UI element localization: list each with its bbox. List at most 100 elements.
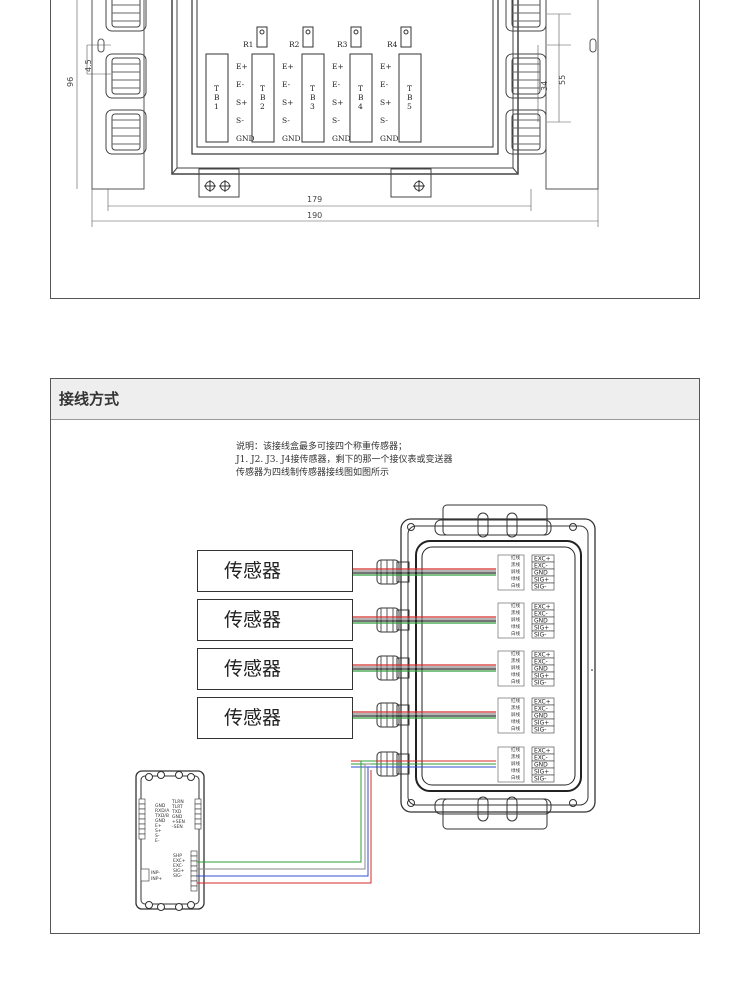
wire-color-label: 屏线 — [511, 711, 520, 718]
terminal-block-label: 1 — [214, 102, 219, 111]
wire-color-label: 红线 — [511, 746, 520, 753]
cable-gland — [505, 0, 547, 32]
terminal-block-label: B — [358, 93, 364, 102]
terminal-label: SIG- — [534, 727, 546, 734]
terminal-label: SIG- — [534, 584, 546, 591]
wire-color-label: 红线 — [511, 697, 520, 704]
wire-color-label: 屏线 — [511, 616, 520, 623]
terminal-label: GND — [534, 618, 548, 625]
pin-label: E+ — [236, 62, 248, 71]
terminal-block-label: T — [310, 84, 315, 93]
potentiometer-label: R2 — [289, 40, 300, 49]
potentiometer-label: R4 — [387, 40, 398, 49]
terminal-block — [301, 53, 325, 143]
potentiometer — [400, 26, 412, 48]
pin-label: S+ — [282, 98, 293, 107]
terminal-label: SIG+ — [534, 769, 549, 776]
wire-color-label: 绿线 — [511, 623, 520, 630]
sensor-box-4: 传感器 — [197, 697, 353, 739]
terminal-label: EXC- — [534, 563, 548, 570]
terminal-label: GND — [534, 713, 548, 720]
sensor-label: 传感器 — [224, 658, 282, 680]
terminal-block-label: 2 — [260, 102, 265, 111]
pin-label: GND — [282, 134, 301, 143]
terminal-label: GND — [534, 570, 548, 577]
terminal-block-label: T — [407, 84, 412, 93]
wire-color-label: 绿线 — [511, 767, 520, 774]
wire-color-label: 绿线 — [511, 575, 520, 582]
wire-color-label: 绿线 — [511, 718, 520, 725]
wire-color-label: 黑线 — [511, 609, 520, 616]
wire-color-label: 红线 — [511, 602, 520, 609]
terminal-block — [251, 53, 275, 143]
cable-gland — [505, 109, 547, 155]
wire-color-label: 黑线 — [511, 657, 520, 664]
indicator-pin-label: E- — [155, 838, 160, 844]
wiring-diagram: 红线黑线屏线绿线白线EXC+EXC-GNDSIG+SIG-红线黑线屏线绿线白线E… — [135, 504, 596, 911]
pin-label: E+ — [380, 62, 392, 71]
note-line-2: J1. J2. J3. J4接传感器，剩下的那一个接仪表或变送器 — [236, 455, 453, 465]
terminal-block-label: B — [214, 93, 220, 102]
pin-label: E+ — [332, 62, 344, 71]
terminal-label: SIG+ — [534, 673, 549, 680]
pin-label: E- — [332, 80, 341, 89]
indicator-pin-label: TLRN — [171, 799, 184, 805]
pin-label: S- — [282, 116, 290, 125]
pin-label: S+ — [236, 98, 247, 107]
sensor-label: 传感器 — [224, 707, 282, 729]
pin-label: GND — [380, 134, 399, 143]
pin-label: E+ — [282, 62, 294, 71]
wire-color-label: 白线 — [511, 678, 520, 685]
potentiometer — [256, 26, 268, 48]
pin-label: E- — [236, 80, 245, 89]
indicator-pin-label: RXD/A — [155, 808, 170, 814]
terminal-block — [398, 53, 422, 143]
pin-label: S+ — [332, 98, 343, 107]
indicator-pin-label: SIG- — [173, 873, 183, 879]
wire-color-label: 红线 — [511, 650, 520, 657]
terminal-label: SIG- — [534, 680, 546, 687]
dim-55: 55 — [558, 75, 567, 85]
indicator-pin-label: GND — [155, 803, 166, 809]
wire-color-label: 屏线 — [511, 568, 520, 575]
indicator-pin-label: S+ — [155, 828, 162, 834]
note-line-1: 说明：该接线盒最多可接四个称重传感器； — [236, 442, 408, 452]
terminal-block-label: 4 — [358, 102, 363, 111]
terminal-block-label: 5 — [407, 102, 412, 111]
terminal-label: EXC- — [534, 755, 548, 762]
terminal-block-label: B — [310, 93, 316, 102]
terminal-block-label: T — [260, 84, 265, 93]
terminal-label: EXC- — [534, 611, 548, 618]
dim-4-5: 4.5 — [84, 59, 93, 72]
terminal-label: SIG+ — [534, 720, 549, 727]
terminal-label: EXC+ — [534, 652, 551, 659]
indicator-pin-label: TLRT — [171, 804, 183, 810]
wire-color-label: 屏线 — [511, 760, 520, 767]
terminal-label: EXC+ — [534, 604, 551, 611]
terminal-label: GND — [534, 762, 548, 769]
indicator-module: GNDRXD/ATXD/BGNDE+S+S-E-TLRNTLRTTXDGND+S… — [135, 760, 376, 911]
sensor-box-2: 传感器 — [197, 599, 353, 641]
cable-gland — [105, 53, 147, 99]
indicator-pin-label: S- — [155, 833, 160, 839]
indicator-pin-label: INP+ — [151, 876, 162, 882]
potentiometer-label: R3 — [337, 40, 348, 49]
dim-34: 34 — [540, 81, 549, 91]
wire-color-label: 黑线 — [511, 561, 520, 568]
dim-190: 190 — [307, 211, 322, 220]
terminal-label: EXC- — [534, 659, 548, 666]
pin-label: E- — [282, 80, 291, 89]
terminal-block — [349, 53, 373, 143]
pin-label: GND — [332, 134, 351, 143]
sensor-box-1: 传感器 — [197, 550, 353, 592]
cable-gland — [505, 53, 547, 99]
wiring-panel: 接线方式 说明：该接线盒最多可接四个称重传感器； J1. J2. J3. J4接… — [50, 378, 700, 934]
cable-gland — [105, 0, 147, 32]
terminal-block-label: B — [407, 93, 413, 102]
pin-label: S+ — [380, 98, 391, 107]
wire-color-label: 白线 — [511, 725, 520, 732]
indicator-pin-label: GND — [172, 814, 183, 820]
terminal-block-label: B — [260, 93, 266, 102]
